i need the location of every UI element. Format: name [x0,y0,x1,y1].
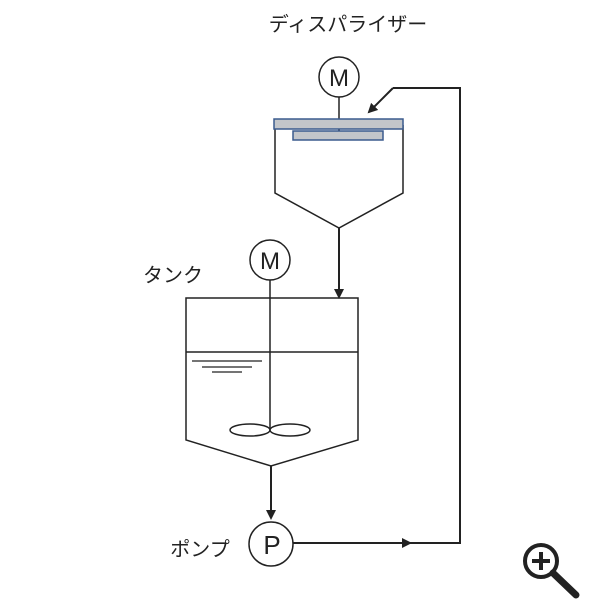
pump-label: ポンプ [170,537,229,561]
disperser-motor-symbol: M [329,65,349,92]
return-line-pipe [393,87,461,544]
disperser-rotor-plate [292,130,384,141]
liquid-level-symbol [192,360,262,373]
disperser-label: ディスパライザー [269,12,428,36]
pump: P [248,521,294,567]
pump-symbol: P [263,530,280,560]
tank-vessel [185,297,359,467]
disperser-top-plate [273,118,404,130]
return-line-inlet [367,87,394,114]
agitator-impeller [229,423,311,437]
disperser-motor: M [318,56,360,98]
zoom-in-icon[interactable] [518,541,584,599]
tank-label: タンク [143,263,203,287]
tank-motor-symbol: M [260,248,280,275]
tank-motor: M [249,239,291,281]
